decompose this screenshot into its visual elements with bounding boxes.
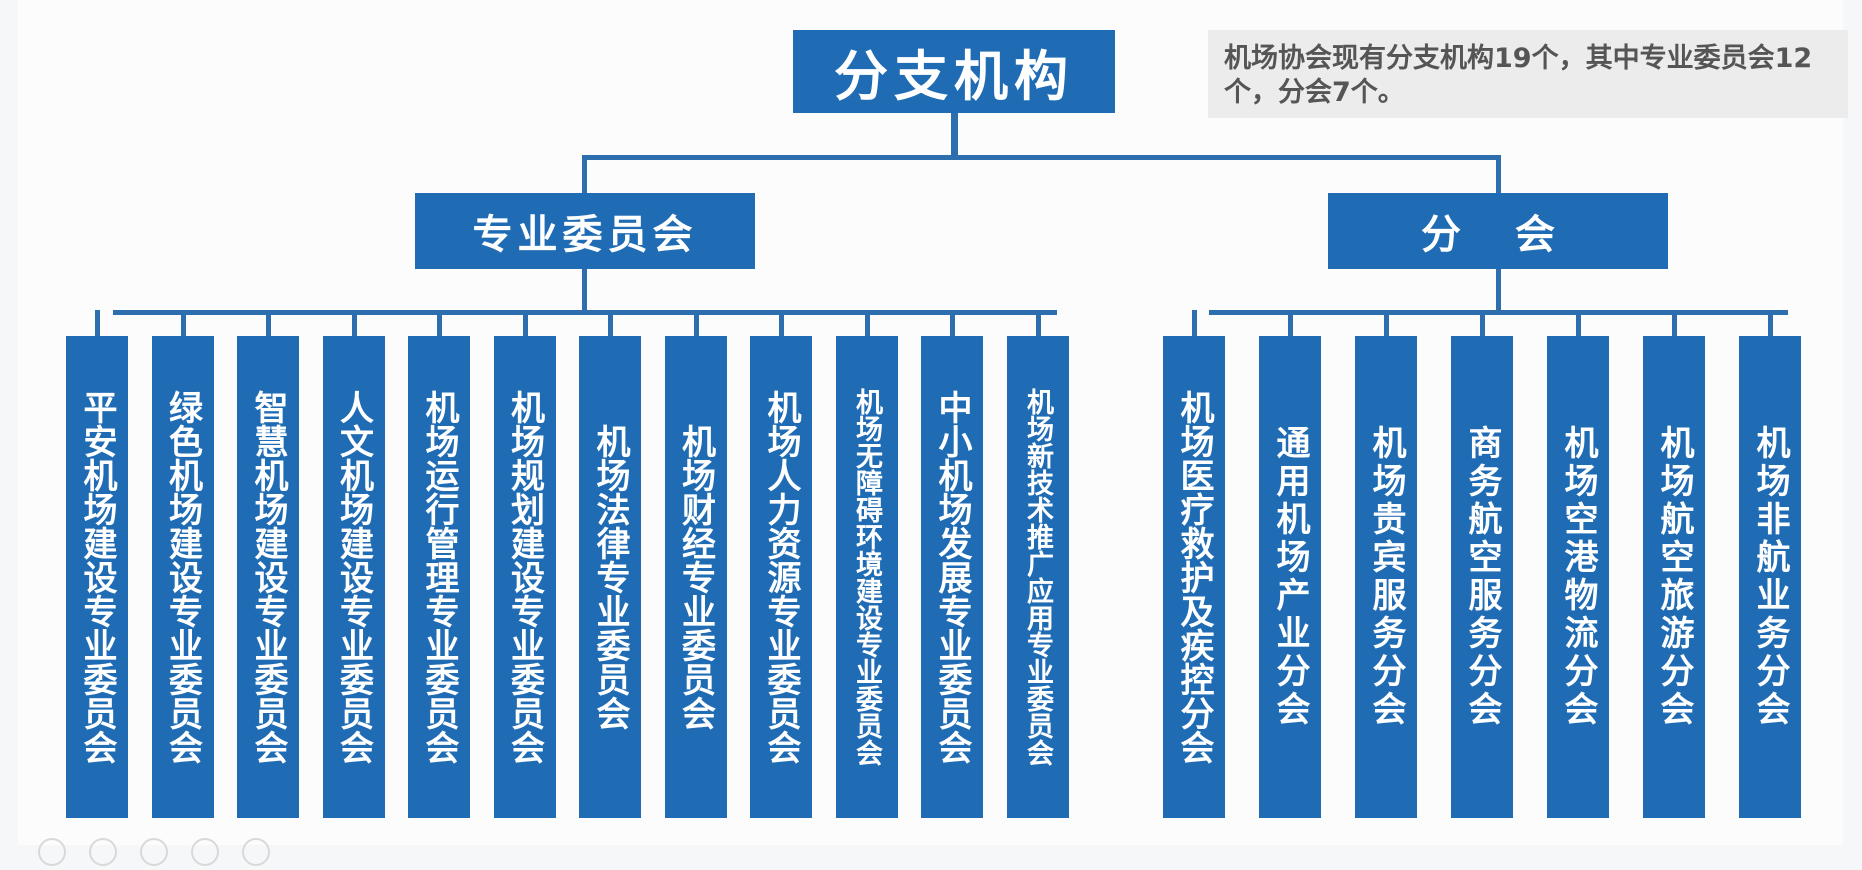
committee-item-box: 机场法律专业委员会	[579, 336, 641, 818]
connector-leaf-drop	[1480, 310, 1485, 338]
branch-item-box: 机场航空旅游分会	[1643, 336, 1705, 818]
branch-item-box: 通用机场产业分会	[1259, 336, 1321, 818]
page-dot	[242, 838, 271, 866]
connector-leaf-drop	[693, 310, 699, 338]
branch-item-label: 机场非航业务分会	[1750, 425, 1790, 729]
connector-leaf-drop	[1672, 310, 1677, 338]
branch-item-box: 机场医疗救护及疾控分会	[1163, 336, 1225, 818]
category-committee-box: 专业委员会	[415, 193, 755, 269]
connector-left-stem	[582, 269, 587, 313]
committee-item-box: 机场无障碍环境建设专业委员会	[835, 336, 898, 818]
page-dot	[191, 838, 220, 866]
connector-leaf-drop	[864, 310, 870, 338]
connector-leaf-drop	[1192, 310, 1197, 338]
page-dot	[89, 838, 118, 866]
committee-item-label: 智慧机场建设专业委员会	[248, 390, 288, 764]
connector-leaf-drop	[351, 310, 357, 338]
committee-item-box: 绿色机场建设专业委员会	[151, 336, 214, 818]
page-dot	[140, 838, 169, 866]
committee-item-label: 平安机场建设专业委员会	[77, 390, 117, 764]
committee-item-box: 机场运行管理专业委员会	[408, 336, 470, 818]
committee-item-box: 机场财经专业委员会	[664, 336, 727, 818]
branch-item-box: 机场空港物流分会	[1547, 336, 1609, 818]
connector-leaf-drop	[779, 310, 784, 338]
committee-item-label: 机场运行管理专业委员会	[419, 390, 459, 764]
connector-leaf-drop	[522, 310, 528, 338]
connector-leaf-drop	[608, 310, 613, 338]
connector-leaf-drop	[266, 310, 271, 338]
committee-item-box: 中小机场发展专业委员会	[921, 336, 983, 818]
connector-leaf-drop	[1768, 310, 1773, 338]
connector-top-bar	[582, 155, 1501, 160]
connector-left-bar	[113, 310, 1057, 315]
committee-item-box: 机场规划建设专业委员会	[493, 336, 556, 818]
branch-item-label: 商务航空服务分会	[1462, 425, 1502, 729]
committee-item-box: 平安机场建设专业委员会	[66, 336, 128, 818]
connector-right-bar	[1209, 310, 1788, 315]
committee-item-box: 人文机场建设专业委员会	[322, 336, 385, 818]
committee-item-label: 中小机场发展专业委员会	[932, 390, 972, 764]
connector-left-down	[582, 155, 587, 195]
org-chart-canvas: 分支机构 专业委员会 分 会 机场协会现有分支机构19个，其中专业委员会12个，…	[18, 0, 1848, 866]
connector-leaf-drop	[1384, 310, 1389, 338]
committee-item-label: 机场规划建设专业委员会	[504, 390, 545, 764]
connector-leaf-drop	[950, 310, 955, 338]
summary-note: 机场协会现有分支机构19个，其中专业委员会12个，分会7个。	[1208, 30, 1848, 118]
connector-leaf-drop	[180, 310, 186, 338]
connector-leaf-drop	[1288, 310, 1293, 338]
branch-item-box: 机场贵宾服务分会	[1355, 336, 1417, 818]
branch-item-label: 机场医疗救护及疾控分会	[1174, 390, 1214, 764]
branch-item-label: 通用机场产业分会	[1270, 425, 1310, 729]
connector-leaf-drop	[437, 310, 442, 338]
committee-item-label: 人文机场建设专业委员会	[333, 390, 374, 764]
connector-leaf-drop	[95, 310, 100, 338]
connector-leaf-drop	[1576, 310, 1581, 338]
root-title-box: 分支机构	[793, 30, 1115, 113]
page-dots	[38, 838, 288, 870]
branch-item-box: 商务航空服务分会	[1451, 336, 1513, 818]
committee-item-box: 智慧机场建设专业委员会	[237, 336, 299, 818]
connector-leaf-drop	[1035, 310, 1041, 338]
committee-item-label: 机场财经专业委员会	[675, 424, 716, 730]
branch-item-label: 机场航空旅游分会	[1654, 425, 1694, 729]
category-branch-box: 分 会	[1328, 193, 1668, 269]
connector-root-down	[951, 113, 958, 158]
committee-item-label: 机场法律专业委员会	[590, 424, 630, 730]
connector-right-stem	[1496, 269, 1501, 313]
committee-item-label: 机场新技术推广应用专业委员会	[1022, 388, 1053, 766]
committee-item-box: 机场新技术推广应用专业委员会	[1006, 336, 1069, 818]
branch-item-box: 机场非航业务分会	[1739, 336, 1801, 818]
committee-item-label: 机场人力资源专业委员会	[761, 390, 801, 764]
branch-item-label: 机场贵宾服务分会	[1366, 425, 1406, 729]
committee-item-label: 绿色机场建设专业委员会	[162, 390, 203, 764]
connector-right-down	[1496, 155, 1501, 195]
committee-item-box: 机场人力资源专业委员会	[750, 336, 812, 818]
branch-item-label: 机场空港物流分会	[1558, 425, 1598, 729]
page-dot	[38, 838, 66, 866]
committee-item-label: 机场无障碍环境建设专业委员会	[851, 388, 882, 766]
